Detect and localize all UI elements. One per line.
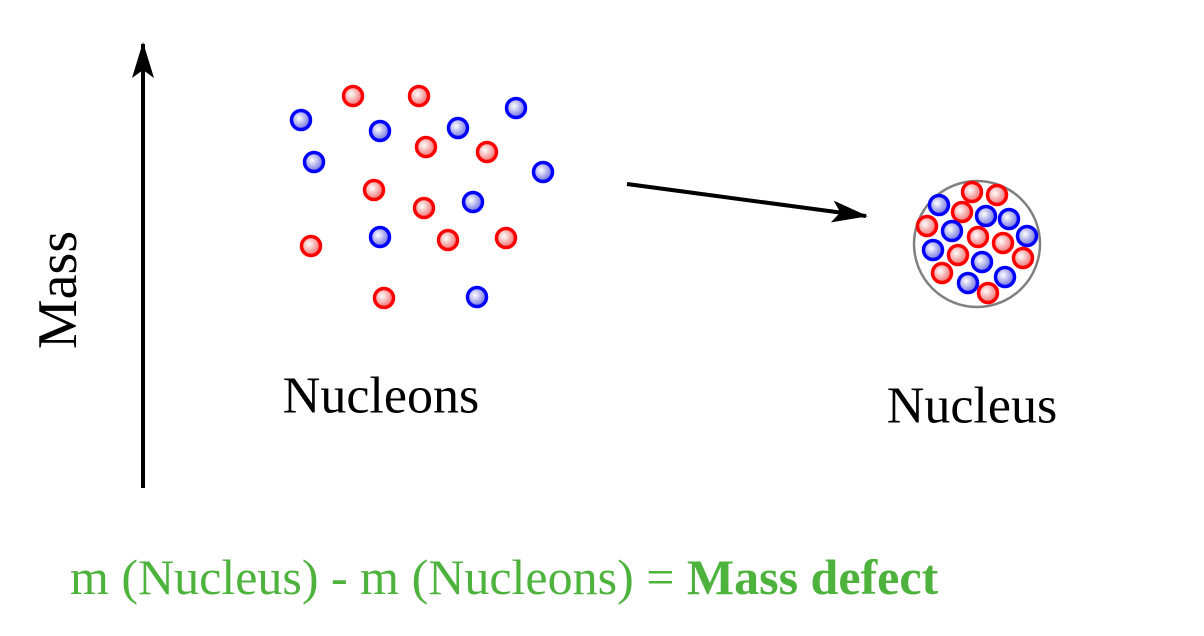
proton-ball bbox=[976, 281, 1000, 305]
proton-ball bbox=[966, 225, 990, 249]
neutron-ball bbox=[302, 150, 326, 174]
proton-ball bbox=[299, 234, 323, 258]
mass-defect-equation: m (Nucleus) - m (Nucleons) = Mass defect bbox=[70, 548, 938, 606]
proton-ball bbox=[494, 226, 518, 250]
proton-ball bbox=[930, 261, 954, 285]
proton-ball bbox=[412, 196, 436, 220]
neutron-ball bbox=[368, 225, 392, 249]
neutron-ball bbox=[446, 116, 470, 140]
neutron-ball bbox=[997, 207, 1021, 231]
proton-ball bbox=[341, 84, 365, 108]
proton-ball bbox=[475, 140, 499, 164]
proton-ball bbox=[372, 286, 396, 310]
nucleons-label: Nucleons bbox=[282, 367, 480, 425]
neutron-ball bbox=[921, 238, 945, 262]
neutron-ball bbox=[940, 219, 964, 243]
neutron-ball bbox=[531, 160, 555, 184]
neutron-ball bbox=[1015, 224, 1039, 248]
proton-ball bbox=[362, 178, 386, 202]
binding-arrow bbox=[626, 182, 868, 223]
neutron-ball bbox=[461, 190, 485, 214]
proton-ball bbox=[436, 228, 460, 252]
proton-ball bbox=[985, 183, 1009, 207]
proton-ball bbox=[915, 214, 939, 238]
neutron-ball bbox=[974, 204, 998, 228]
nucleus-label: Nucleus bbox=[886, 377, 1058, 435]
neutron-ball bbox=[289, 108, 313, 132]
neutron-ball bbox=[465, 285, 489, 309]
proton-ball bbox=[407, 84, 431, 108]
equation-result: Mass defect bbox=[686, 549, 939, 605]
neutron-ball bbox=[368, 119, 392, 143]
equation-left: m (Nucleus) - m (Nucleons) = bbox=[70, 549, 687, 605]
mass-axis-label: Mass bbox=[27, 230, 89, 350]
neutron-ball bbox=[504, 96, 528, 120]
neutron-ball bbox=[956, 271, 980, 295]
proton-ball bbox=[960, 180, 984, 204]
proton-ball bbox=[414, 135, 438, 159]
proton-ball bbox=[991, 231, 1015, 255]
neutron-ball bbox=[927, 193, 951, 217]
proton-ball bbox=[1011, 246, 1035, 270]
proton-ball bbox=[950, 200, 974, 224]
proton-ball bbox=[946, 243, 970, 267]
neutron-ball bbox=[993, 265, 1017, 289]
neutron-ball bbox=[970, 250, 994, 274]
